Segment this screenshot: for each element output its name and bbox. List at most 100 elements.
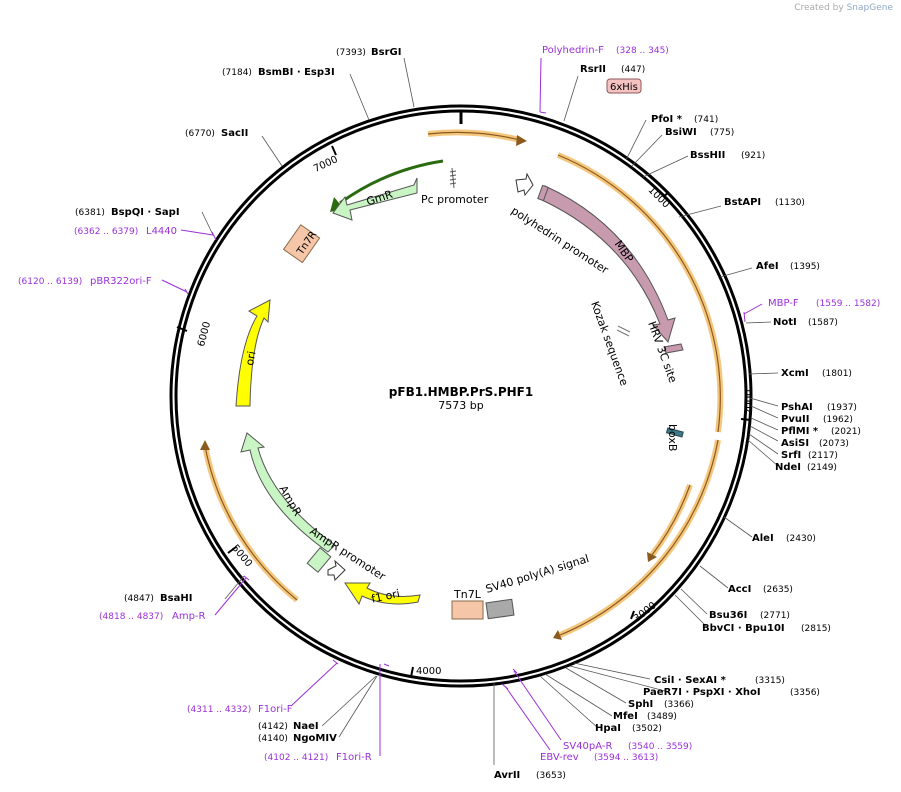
tick-6000 [176, 326, 188, 332]
enzyme-bsshii: BssHII(921) [690, 150, 765, 161]
svg-text:(2021): (2021) [831, 427, 861, 437]
enzyme-ngomiv: (4140) NgoMIV [258, 733, 337, 744]
svg-text:(3356): (3356) [790, 688, 820, 698]
enzyme-pshai: PshAI (1937) [781, 402, 857, 413]
orf-arc-top-head [516, 135, 527, 146]
svg-text:(2073): (2073) [819, 439, 849, 449]
enzyme-labels: (7393) BsrGI (7184)BsmBI · Esp3I (6770)Sa… [75, 47, 861, 781]
enzyme-ndei: NdeI (2149) [775, 462, 837, 473]
enzyme-bsmbi: (7184)BsmBI · Esp3I [222, 67, 335, 78]
boxb-feature [665, 427, 684, 438]
svg-text:(775): (775) [710, 128, 734, 138]
orf-arc-top-line [427, 131, 521, 141]
orf-arc-right-lower-head [647, 552, 657, 562]
polyhedrin-promoter-label: polyhedrin promoter [509, 204, 611, 277]
svg-text:MBP-F: MBP-F [768, 298, 799, 309]
brand-watermark: Created by SnapGene [794, 3, 893, 13]
enzyme-mfei: MfeI(3489) [613, 711, 677, 722]
svg-text:(3315): (3315) [755, 676, 785, 686]
tick-1000 [662, 191, 670, 198]
enzyme-avrii: AvrII (3653) [494, 770, 566, 781]
svg-text:(1130): (1130) [775, 198, 805, 208]
svg-text:NdeI: NdeI [775, 462, 801, 473]
svg-text:(3502): (3502) [632, 724, 662, 734]
svg-text:BsrGI: BsrGI [371, 47, 401, 58]
svg-text:(3366): (3366) [664, 700, 694, 710]
svg-text:SacII: SacII [221, 128, 248, 139]
svg-text:BstAPI: BstAPI [724, 197, 761, 208]
svg-text:pBR322ori-F: pBR322ori-F [90, 276, 152, 287]
svg-text:NaeI: NaeI [293, 721, 319, 732]
six-his-tag [606, 78, 642, 94]
svg-text:(3653): (3653) [536, 771, 566, 781]
plasmid-size: 7573 bp [438, 399, 483, 412]
orf-arcs [200, 129, 724, 640]
svg-text:XcmI: XcmI [781, 368, 809, 379]
hrv-3c-site [663, 343, 684, 354]
svg-text:BsiWI: BsiWI [665, 127, 697, 138]
svg-text:BsmBI · Esp3I: BsmBI · Esp3I [258, 67, 335, 78]
mbp-start-tick [537, 184, 549, 202]
plasmid-name: pFB1.HMBP.PrS.PHF1 [389, 385, 533, 399]
enzyme-pvuii: PvuII (1962) [781, 414, 853, 425]
svg-text:(1587): (1587) [808, 318, 838, 328]
orf-arc-left-head [200, 440, 210, 450]
enzyme-pfoi: PfoI *(741) [651, 114, 718, 125]
enzyme-srfi: SrfI(2117) [781, 450, 838, 461]
svg-text:PflMI *: PflMI * [781, 426, 819, 437]
svg-text:AvrII: AvrII [494, 770, 520, 781]
tick-label-2000: 2000 [744, 390, 755, 415]
svg-text:F1ori-R: F1ori-R [336, 752, 372, 763]
enzyme-xcmi: XcmI(1801) [781, 368, 852, 379]
ampr-promoter-glyph [327, 559, 346, 582]
svg-text:HpaI: HpaI [595, 723, 621, 734]
svg-text:(6362 .. 6379): (6362 .. 6379) [74, 227, 138, 237]
enzyme-alei: AleI(2430) [752, 533, 816, 544]
primer-polyhedrin-f: Polyhedrin-F(328 .. 345) [542, 45, 669, 56]
svg-text:Bsu36I: Bsu36I [709, 610, 747, 621]
enzyme-sacii: (6770)SacII [185, 128, 248, 139]
svg-text:(1962): (1962) [823, 415, 853, 425]
svg-text:BbvCI · Bpu10I: BbvCI · Bpu10I [702, 623, 785, 634]
svg-text:PvuII: PvuII [781, 414, 809, 425]
ori-label: ori [243, 350, 258, 366]
svg-text:AleI: AleI [752, 533, 774, 544]
orf-arc-right-line [557, 154, 721, 433]
enzyme-naei: (4142)NaeI [258, 721, 319, 732]
tick-5000 [227, 546, 237, 554]
kozak-mark [617, 325, 631, 333]
svg-text:PshAI: PshAI [781, 402, 813, 413]
enzyme-noti: NotI(1587) [773, 317, 838, 328]
enzyme-hpai: HpaI (3502) [595, 723, 662, 734]
orf-arc-right-lower-line [651, 484, 691, 556]
svg-text:(7393): (7393) [336, 48, 366, 58]
sv40-feature [485, 598, 515, 620]
svg-text:(4140): (4140) [258, 734, 288, 744]
svg-text:(4311 .. 4332): (4311 .. 4332) [187, 705, 251, 715]
enzyme-acci: AccI(2635) [728, 584, 793, 595]
kozak-label: Kozak sequence [588, 300, 631, 388]
ampr-feature [240, 432, 336, 553]
svg-text:(4847): (4847) [124, 594, 154, 604]
svg-text:(328 .. 345): (328 .. 345) [616, 46, 669, 56]
tick-2000 [740, 418, 752, 421]
enzyme-bsu36i: Bsu36I(2771) [709, 610, 790, 621]
svg-text:NgoMIV: NgoMIV [293, 733, 337, 744]
primer-f1ori-r: (4102 .. 4121)F1ori-R [264, 752, 372, 763]
tick-3000 [630, 610, 635, 620]
primer-ebv-rev: EBV-rev(3594 .. 3613) [540, 752, 658, 763]
svg-text:(1937): (1937) [827, 403, 857, 413]
svg-text:AfeI: AfeI [756, 261, 779, 272]
tn7r-feature [282, 224, 321, 264]
gmr-line [339, 159, 444, 205]
primer-pbr322ori-f: (6120 .. 6139)pBR322ori-F [18, 276, 152, 287]
svg-text:(2635): (2635) [763, 585, 793, 595]
tick-label-7000: 7000 [312, 154, 340, 175]
enzyme-bspqi: (6381)BspQI · SapI [75, 207, 180, 218]
backbone-outer-ring [169, 104, 753, 688]
svg-text:(2149): (2149) [807, 463, 837, 473]
svg-text:Amp-R: Amp-R [172, 611, 206, 622]
svg-text:SphI: SphI [628, 699, 653, 710]
